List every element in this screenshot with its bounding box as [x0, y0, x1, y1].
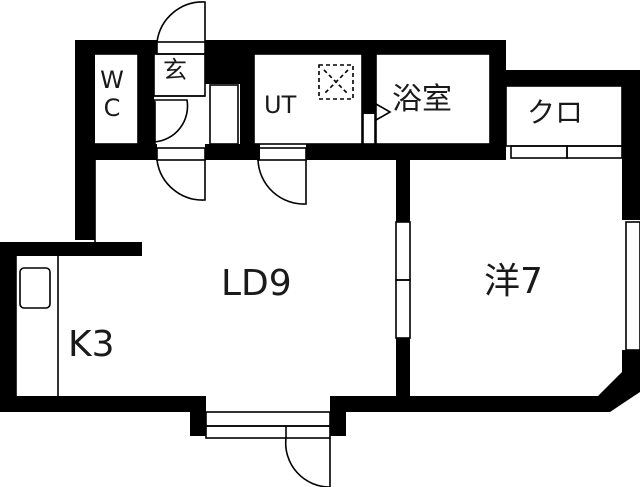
- room-label-bathroom: 浴室: [392, 82, 452, 117]
- ventilation-fan-icon: [318, 64, 354, 100]
- room-label-ld: LD9: [221, 263, 292, 304]
- closet-sliding-door-icon: [510, 145, 568, 159]
- room-label-wc-line1: W: [100, 66, 124, 94]
- sink-icon: [19, 267, 51, 309]
- ld-door-swing-icon: [156, 159, 206, 201]
- balcony-window-icon: [205, 411, 331, 427]
- room-label-closet: クロ: [527, 96, 584, 129]
- fixtures: [15, 1, 640, 487]
- entrance-door-swing-icon: [156, 1, 206, 43]
- genkan-door-swing-icon: [153, 99, 189, 144]
- walls: [0, 40, 640, 436]
- interior-sliding-door-icon: [395, 221, 411, 281]
- room-label-genkan: 玄: [163, 56, 187, 84]
- western-window-icon: [625, 221, 640, 351]
- ut-door-swing-icon: [257, 159, 307, 205]
- balcony-door-swing-icon: [284, 437, 331, 487]
- room-label-western: 洋7: [484, 261, 543, 302]
- room-label-wc: W C: [96, 66, 128, 122]
- room-label-kitchen: K3: [68, 324, 115, 365]
- wc-door-icon: [140, 101, 156, 145]
- room-label-ut: UT: [264, 91, 297, 119]
- bath-door-icon: [362, 95, 376, 145]
- room-label-wc-line2: C: [103, 94, 121, 122]
